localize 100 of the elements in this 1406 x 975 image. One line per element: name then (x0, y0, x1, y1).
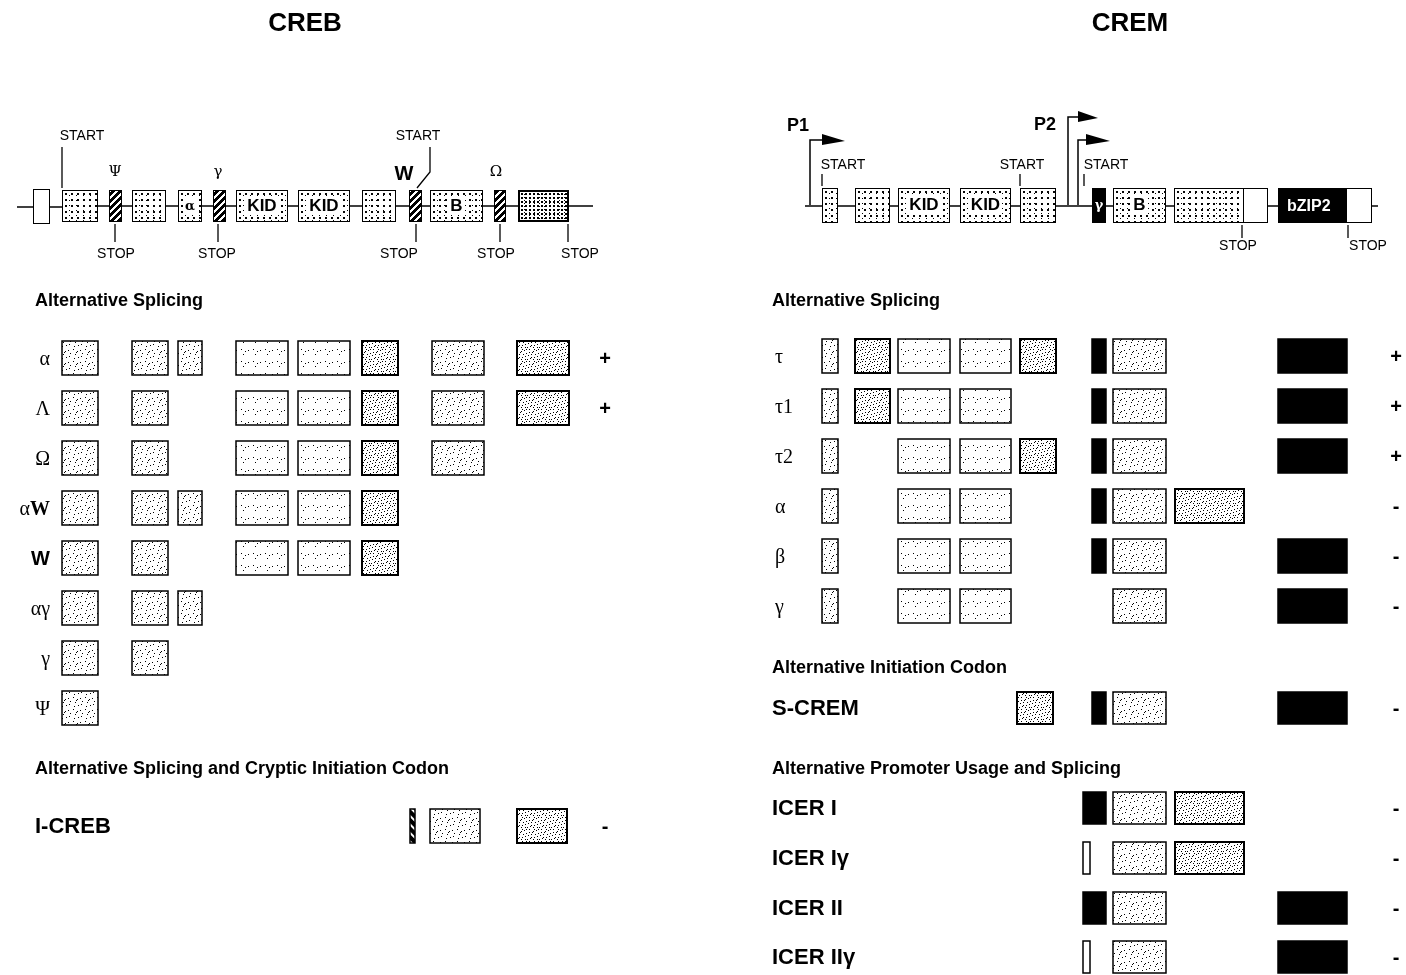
gene-line (1267, 205, 1279, 207)
exon-box (62, 190, 98, 222)
isoform-name: I-CREB (35, 815, 111, 837)
gene-line (804, 205, 823, 207)
isoform-name: ICER IIγ (772, 946, 856, 968)
exon-box (1174, 188, 1268, 223)
activity-sign: - (1392, 496, 1400, 516)
start-label: START (59, 128, 105, 142)
exon-box (362, 190, 396, 222)
gene-line (1371, 205, 1379, 207)
isoform-name: ICER Iγ (772, 847, 850, 869)
gene-line (505, 205, 519, 207)
exon-label: W (394, 163, 414, 183)
gene-line (949, 205, 961, 207)
isoform-name: α (775, 496, 786, 516)
isoform-name: β (775, 546, 786, 566)
gene-line (225, 205, 237, 207)
gene-line (837, 205, 856, 207)
section-heading: Alternative Promoter Usage and Splicing (772, 759, 1122, 777)
stop-label: STOP (561, 246, 599, 260)
start-label: START (820, 157, 866, 171)
isoform-name: ICER II (772, 897, 843, 919)
exon-box: KID (898, 188, 950, 223)
activity-sign: - (1392, 698, 1400, 718)
gene-line (349, 205, 363, 207)
stop-label: STOP (477, 246, 515, 260)
exon-box: KID (298, 190, 350, 222)
isoform-name: τ (775, 346, 784, 366)
stop-label: STOP (1219, 238, 1257, 252)
isoform-name: Ω (35, 448, 50, 468)
exon-box: α (178, 190, 202, 222)
gene-line (97, 205, 110, 207)
exon-box (33, 189, 50, 224)
isoform-name: Ψ (35, 698, 50, 718)
isoform-name: τ2 (775, 446, 794, 466)
exon-box (409, 190, 422, 222)
gene-line (395, 205, 410, 207)
exon-box (822, 188, 838, 223)
activity-sign: - (1392, 596, 1400, 616)
gene-line (201, 205, 214, 207)
exon-box: bZIP2 (1278, 188, 1372, 223)
gene-line (1010, 205, 1021, 207)
activity-sign: + (599, 398, 611, 418)
gene-line (1105, 205, 1114, 207)
isoform-name: α (39, 348, 50, 368)
activity-sign: + (599, 348, 611, 368)
isoform-name: γ (41, 648, 50, 668)
activity-sign: - (1392, 898, 1400, 918)
start-label: START (1083, 157, 1129, 171)
exon-box: B (430, 190, 483, 222)
section-heading: Alternative Initiation Codon (772, 658, 1007, 676)
exon-box (1020, 188, 1056, 223)
exon-box: B (1113, 188, 1166, 223)
exon-label: γ (213, 163, 223, 179)
activity-sign: - (1392, 546, 1400, 566)
gene-name: CREB (268, 9, 342, 35)
exon-box: KID (960, 188, 1011, 223)
exon-label: Ψ (108, 163, 122, 179)
gene-line (16, 206, 34, 208)
isoform-name: γ (775, 596, 784, 616)
isoform-name: Λ (35, 398, 50, 418)
exon-box (213, 190, 226, 222)
activity-sign: - (1392, 848, 1400, 868)
gene-line (49, 206, 63, 208)
stop-label: STOP (380, 246, 418, 260)
gene-line (889, 205, 899, 207)
exon-box (518, 190, 569, 222)
activity-sign: - (1392, 947, 1400, 967)
gene-line (421, 205, 431, 207)
section-heading: Alternative Splicing and Cryptic Initiation Codon (35, 759, 450, 777)
promoter-label: P1 (787, 116, 809, 134)
activity-sign: - (1392, 798, 1400, 818)
stop-label: STOP (1349, 238, 1387, 252)
exon-box: KID (236, 190, 288, 222)
activity-sign: + (1390, 396, 1402, 416)
isoform-name: αγ (30, 598, 50, 618)
isoform-name: W (31, 548, 50, 568)
gene-line (1165, 205, 1175, 207)
gene-line (165, 205, 179, 207)
isoform-name: ICER I (772, 797, 837, 819)
activity-sign: + (1390, 346, 1402, 366)
exon-box: γ (1092, 188, 1106, 223)
activity-sign: - (601, 816, 609, 836)
exon-box (109, 190, 122, 222)
exon-box (132, 190, 166, 222)
gene-line (568, 205, 594, 207)
section-heading: Alternative Splicing (772, 291, 941, 309)
promoter-label: P2 (1034, 115, 1056, 133)
exon-box (855, 188, 890, 223)
gene-line (482, 205, 495, 207)
start-label: START (395, 128, 441, 142)
exon-label: Ω (489, 163, 503, 179)
stop-label: STOP (97, 246, 135, 260)
gene-line (121, 205, 133, 207)
isoform-name: S-CREM (772, 697, 859, 719)
isoform-name: αW (19, 498, 50, 518)
section-heading: Alternative Splicing (35, 291, 204, 309)
gene-line (287, 205, 299, 207)
gene-name: CREM (1091, 9, 1169, 35)
start-label: START (999, 157, 1045, 171)
